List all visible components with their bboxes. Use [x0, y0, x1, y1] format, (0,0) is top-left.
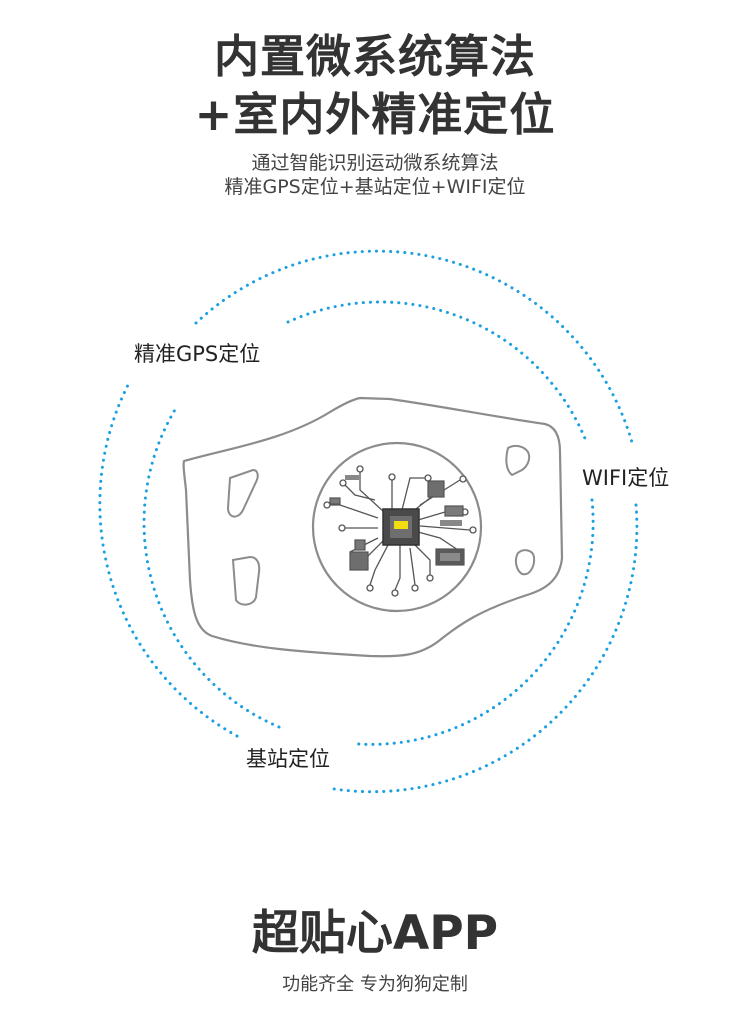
inner-orbit-arc-top [286, 300, 588, 443]
circuit-nodes [323, 465, 477, 597]
inner-orbit-arc-right [356, 498, 595, 746]
app-title: 超贴心APP [251, 906, 499, 961]
collar-slot-right-top [505, 444, 531, 477]
outer-orbit-arc-top [194, 249, 635, 448]
subtitle-line-1: 通过智能识别运动微系统算法 [251, 152, 499, 174]
collar-slot-right-bottom [514, 549, 536, 576]
label-base-station-positioning: 基站定位 [246, 747, 330, 771]
circuit-chips [329, 475, 465, 571]
headline-line-1: 内置微系统算法 [213, 30, 536, 83]
processor-chip [382, 508, 420, 546]
subtitle-line-2: 精准GPS定位+基站定位+WIFI定位 [224, 176, 526, 198]
label-gps-positioning: 精准GPS定位 [134, 342, 261, 366]
label-wifi-positioning: WIFI定位 [582, 466, 670, 490]
collar-slot-left-top [226, 468, 259, 518]
outer-orbit-arc-left [98, 383, 239, 738]
headline-line-2: +室内外精准定位 [194, 88, 556, 141]
outer-orbit-arc-right [332, 503, 639, 794]
app-subtitle: 功能齐全 专为狗狗定制 [282, 974, 468, 995]
collar-slot-left-bottom [231, 555, 261, 606]
